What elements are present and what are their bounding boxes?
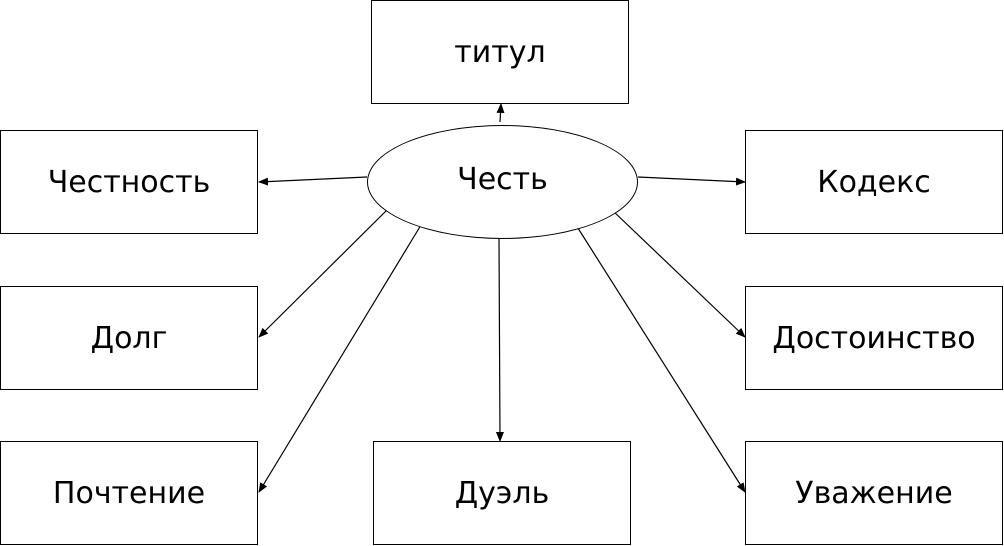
node-titul-label: титул [454, 34, 546, 70]
node-dostoinstvo-label: Достоинство [772, 320, 976, 356]
node-dostoinstvo: Достоинство [745, 286, 1003, 390]
edge-to-chestnost [258, 176, 368, 186]
edge-to-dolg [258, 207, 390, 338]
edge-to-kodeks [637, 176, 746, 186]
edge-to-titul [496, 103, 505, 123]
edge-to-dostoinstvo [611, 209, 746, 338]
node-chest: Честь [367, 125, 638, 239]
node-pochtenie-label: Почтение [52, 475, 206, 511]
node-chest-label: Честь [457, 161, 548, 197]
node-kodeks: Кодекс [745, 130, 1003, 234]
node-duel: Дуэль [373, 441, 631, 545]
node-chestnost: Честность [0, 130, 258, 234]
edge-to-duel [495, 238, 504, 442]
node-duel-label: Дуэль [454, 475, 550, 511]
node-chestnost-label: Честность [47, 164, 211, 200]
edge-to-uvazhenie [575, 224, 746, 493]
node-uvazhenie-label: Уважение [795, 475, 953, 511]
node-kodeks-label: Кодекс [817, 164, 931, 200]
edge-to-pochtenie [258, 224, 422, 493]
node-uvazhenie: Уважение [745, 441, 1003, 545]
node-pochtenie: Почтение [0, 441, 258, 545]
node-titul: титул [371, 0, 629, 104]
node-dolg-label: Долг [90, 320, 168, 356]
node-dolg: Долг [0, 286, 258, 390]
